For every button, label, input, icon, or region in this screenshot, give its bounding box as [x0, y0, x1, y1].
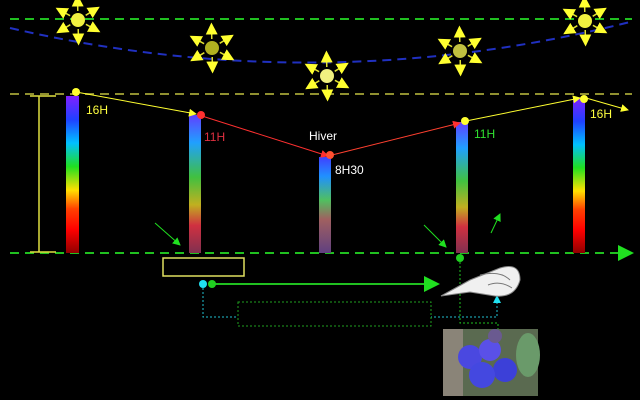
time-label-16h-left: 16H [86, 103, 109, 117]
label-box-green [237, 301, 432, 327]
path-arrow [75, 91, 197, 117]
time-dot [580, 95, 588, 103]
green-arrow [154, 222, 181, 246]
label-box-yellow [162, 257, 245, 277]
spectrum-bar-8h30 [319, 157, 331, 253]
time-label-11h-right: 11H [474, 127, 496, 141]
path-arrow [331, 120, 461, 156]
path-arrow [585, 97, 629, 112]
bumblebee-drawing [440, 266, 521, 297]
spectrum-bar-16h-left [66, 96, 79, 253]
time-label-8h30: 8H30 [335, 163, 364, 177]
time-dot [461, 117, 469, 125]
path-arrow [465, 95, 581, 122]
sun-icon [304, 50, 350, 102]
season-label: Hiver [309, 129, 338, 143]
sun-icon [562, 0, 608, 47]
time-dot [197, 111, 205, 119]
flower-photo [443, 329, 540, 396]
green-arrow [423, 224, 447, 248]
height-arrow [30, 95, 56, 253]
spectrum-bar-11h-right [456, 122, 468, 253]
sun-path-line [9, 21, 631, 64]
time-dot [72, 88, 80, 96]
sun-icon [189, 22, 235, 74]
cyan-dot [199, 280, 207, 288]
time-dot [326, 151, 334, 159]
time-label-16h-right: 16H [590, 107, 613, 121]
green-arrow [490, 213, 501, 234]
green-dotted-path [459, 262, 502, 341]
green-dot [456, 254, 464, 262]
spectrum-bar-11h-left [189, 115, 201, 253]
time-label-11h-left: 11H [204, 130, 226, 144]
green-dot [208, 280, 216, 288]
spectrum-bar-16h-right [573, 98, 585, 253]
path-arrow [201, 115, 329, 158]
sun-icon [437, 25, 483, 77]
sun-icon [55, 0, 101, 46]
